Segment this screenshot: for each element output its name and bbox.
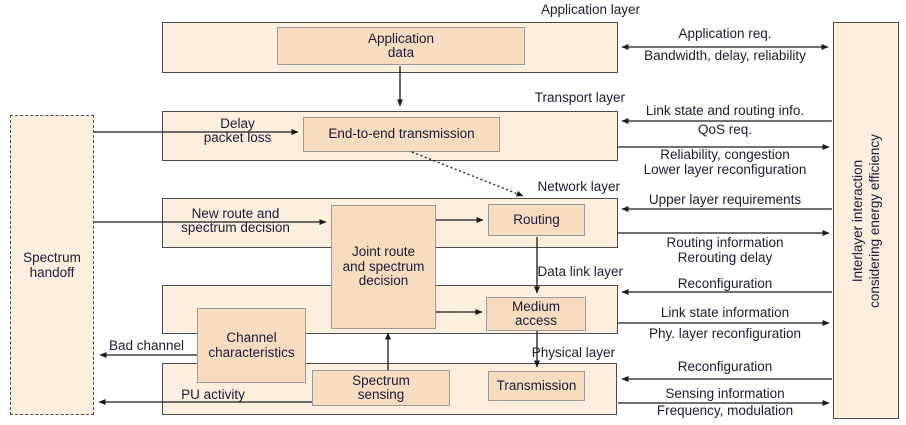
medium-access-label: Medium access <box>511 298 560 328</box>
label-reconfiguration-datalink: Reconfiguration <box>677 276 773 291</box>
datalink-layer-header: Data link layer <box>537 264 623 279</box>
label-link-state-routing-info: Link state and routing info. <box>645 103 805 118</box>
channel-characteristics-box: Channel characteristics <box>197 308 306 383</box>
end-to-end-transmission-box: End-to-end transmission <box>303 117 500 152</box>
label-pu-activity: PU activity <box>181 387 245 402</box>
application-layer-header: Application layer <box>540 2 640 17</box>
routing-box: Routing <box>488 204 585 236</box>
label-link-state-information: Link state information <box>660 305 790 320</box>
spectrum-sensing-label: Spectrum sensing <box>352 372 410 402</box>
label-sensing-information: Sensing information <box>665 386 785 401</box>
label-delay-packet-loss: Delay packet loss <box>203 116 272 145</box>
application-data-box: Application data <box>277 27 525 65</box>
spectrum-handoff-label: Spectrum handoff <box>23 250 81 280</box>
network-layer-header: Network layer <box>537 179 620 194</box>
label-application-req: Application req. <box>678 26 772 41</box>
transmission-box: Transmission <box>488 371 585 401</box>
medium-access-box: Medium access <box>486 297 586 331</box>
joint-route-spectrum-decision-label: Joint route and spectrum decision <box>342 244 425 289</box>
physical-layer-header: Physical layer <box>531 345 615 360</box>
label-new-route-spectrum-decision: New route and spectrum decision <box>181 206 290 235</box>
label-reconfiguration-physical: Reconfiguration <box>677 359 773 374</box>
label-frequency-modulation: Frequency, modulation <box>656 403 794 418</box>
label-upper-layer-requirements: Upper layer requirements <box>648 192 802 207</box>
label-phy-layer-reconfiguration: Phy. layer reconfiguration <box>648 326 802 341</box>
interlayer-interaction-label: Interlayer interaction considering energ… <box>850 133 883 308</box>
spectrum-handoff-box: Spectrum handoff <box>10 115 94 415</box>
interlayer-interaction-box: Interlayer interaction considering energ… <box>833 22 899 419</box>
routing-label: Routing <box>513 211 560 227</box>
application-data-label: Application data <box>367 30 435 60</box>
label-reliability-congestion: Reliability, congestion Lower layer reco… <box>643 147 807 177</box>
spectrum-sensing-box: Spectrum sensing <box>312 370 450 406</box>
end-to-end-transmission-label: End-to-end transmission <box>328 126 475 142</box>
transmission-label: Transmission <box>496 377 577 393</box>
label-routing-information: Routing information Rerouting delay <box>666 235 784 265</box>
label-qos-req: QoS req. <box>697 122 753 137</box>
label-bad-channel: Bad channel <box>108 338 185 353</box>
joint-route-spectrum-decision-box: Joint route and spectrum decision <box>331 205 436 329</box>
transport-layer-header: Transport layer <box>534 90 625 105</box>
label-bandwidth-delay-reliability: Bandwidth, delay, reliability <box>644 48 806 63</box>
channel-characteristics-label: Channel characteristics <box>208 330 295 360</box>
